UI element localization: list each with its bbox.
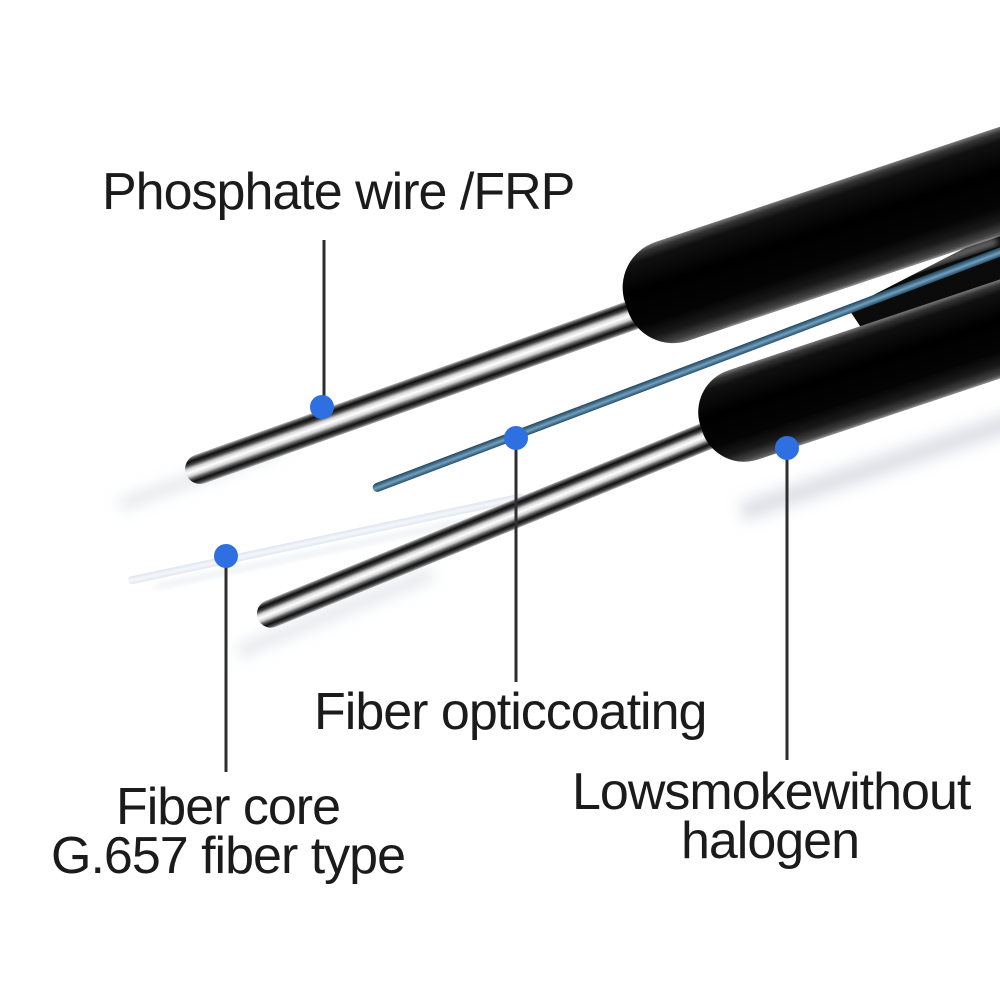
callout-dot-fiber-core [214, 544, 238, 568]
callout-dot-fiber-optic-coating [504, 426, 528, 450]
jacket-merge-shadow [848, 230, 1000, 344]
strength-wire-lower [256, 413, 741, 628]
phosphate-wire [185, 296, 658, 484]
callout-dot-phosphate-wire [310, 395, 334, 419]
label-fiber-core-line2: G.657 fiber type [51, 827, 406, 886]
label-low-smoke-line2: halogen [680, 812, 860, 871]
leader-lines [224, 240, 789, 772]
label-phosphate-wire: Phosphate wire /FRP [102, 163, 575, 221]
callout-dot-low-smoke [775, 436, 799, 460]
label-fiber-core-line1: Fiber core [115, 778, 341, 836]
cable-jacket-upper [622, 79, 1000, 344]
label-low-smoke-line1: Lowsmokewithout [572, 763, 971, 821]
fiber-coating-strand [372, 242, 1000, 492]
cable-jacket-lower [698, 218, 1000, 462]
label-low-smoke: Lowsmokewithout halogen [572, 763, 971, 871]
label-fiber-optic-coating: Fiber opticcoating [314, 683, 707, 741]
label-fiber-core: Fiber core G.657 fiber type [28, 778, 428, 886]
